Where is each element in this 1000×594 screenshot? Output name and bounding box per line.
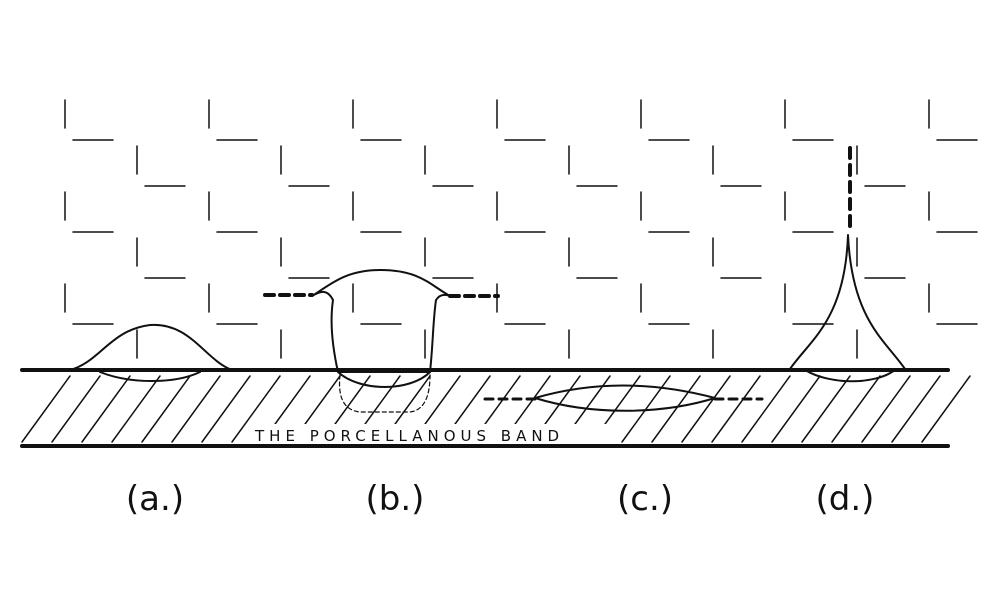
hatch-line (891, 375, 941, 443)
hatch-line (651, 375, 701, 443)
hatch-line (171, 375, 221, 443)
structure-c-lens (483, 384, 764, 412)
panel-label-c: (c.) (617, 479, 673, 519)
brick-wall-pattern (64, 99, 978, 359)
hatch-line (921, 375, 971, 443)
hatch-line (771, 375, 821, 443)
hatch-line (141, 375, 191, 443)
hatch-line (51, 375, 101, 443)
structure-b-column (263, 269, 500, 413)
hatch-line (711, 375, 761, 443)
panel-label-d: (d.) (816, 479, 875, 519)
panel-label-b: (b.) (366, 479, 425, 519)
hatch-line (801, 375, 851, 443)
hatch-line (111, 375, 161, 443)
band-label-bg (250, 424, 620, 444)
hatch-line (681, 375, 731, 443)
structure-a-mound (69, 323, 233, 382)
hatch-line (201, 375, 251, 443)
hatch-line (741, 375, 791, 443)
hatch-line (861, 375, 911, 443)
panel-label-a: (a.) (126, 479, 184, 519)
hatch-line (831, 375, 881, 443)
structure-d-spike (789, 146, 906, 383)
hatch-line (21, 375, 71, 443)
hatch-line (231, 375, 281, 443)
band-label: THE PORCELLANOUS BAND (254, 427, 564, 445)
hatch-line (81, 375, 131, 443)
